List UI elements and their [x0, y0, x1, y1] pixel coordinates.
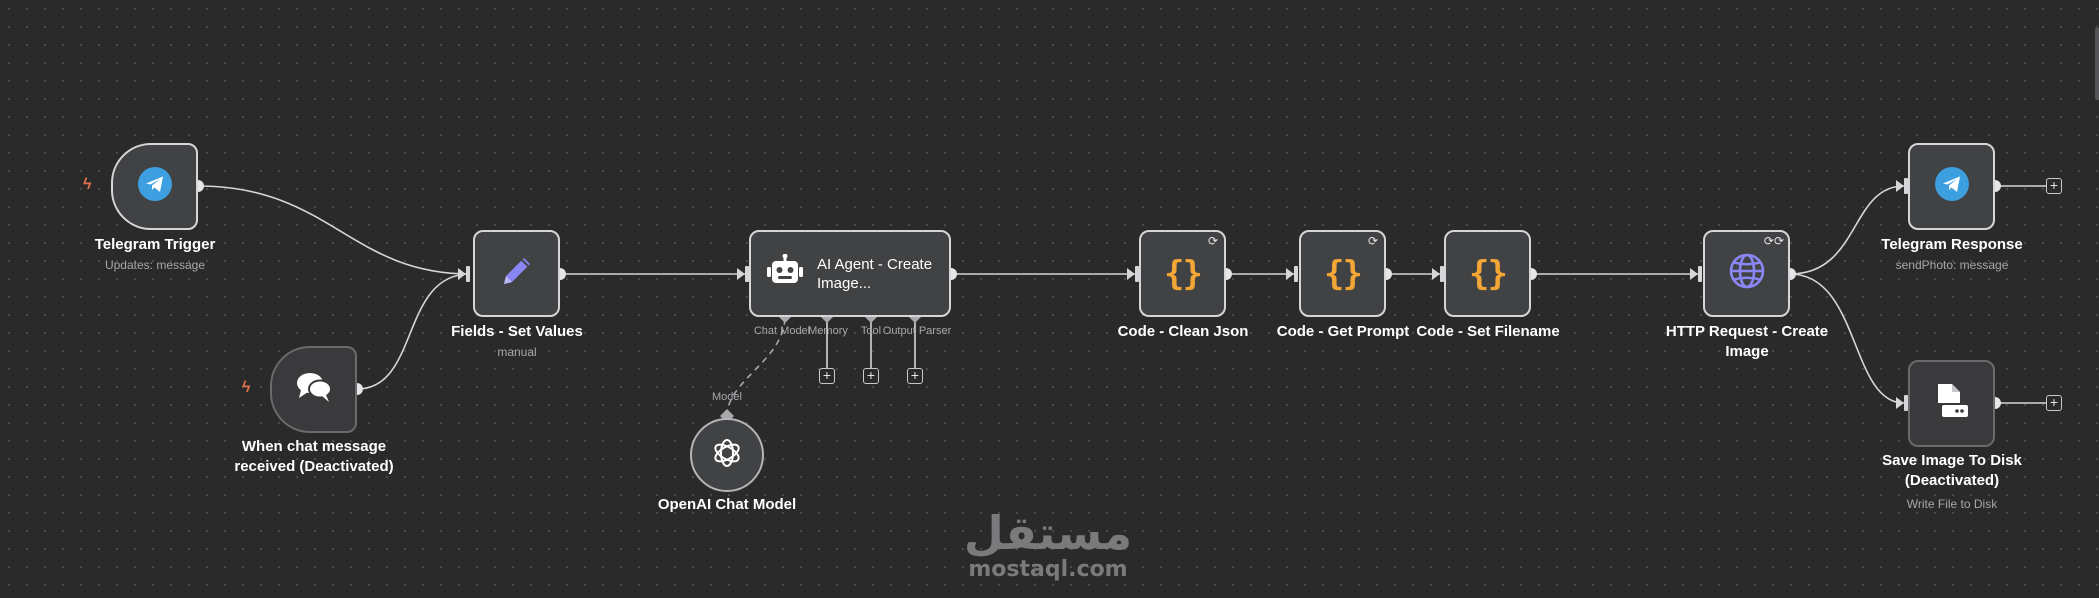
openai-chat-model-node[interactable]	[690, 418, 764, 492]
chat-bubbles-icon	[294, 370, 334, 409]
trigger-bolt-icon: ϟ	[83, 176, 92, 193]
agent-port-output-parser-label: Output Parser	[882, 325, 952, 337]
save-image-title: Save Image To Disk (Deactivated)	[1882, 452, 2022, 489]
edge-chat-to-fields	[356, 273, 471, 390]
code-clean-json-node[interactable]: {} ⟳	[1139, 230, 1226, 317]
code-get-prompt-node[interactable]: {} ⟳	[1299, 230, 1386, 317]
ai-agent-node[interactable]: AI Agent - Create Image...	[749, 230, 951, 317]
telegram-icon	[137, 167, 172, 206]
watermark-arabic: مستقل	[963, 506, 1133, 560]
robot-icon	[767, 253, 803, 293]
http-request-node[interactable]: ⟳⟳	[1703, 230, 1790, 317]
telegram-response-subtitle: sendPhoto: message	[1895, 258, 2009, 272]
telegram-trigger-title: Telegram Trigger	[94, 236, 216, 253]
chat-trigger-title: When chat message received (Deactivated)	[234, 438, 394, 475]
telegram-icon	[1934, 167, 1969, 206]
add-node-after-save-image-button[interactable]: +	[2046, 395, 2062, 411]
code-clean-title: Code - Clean Json	[1117, 323, 1249, 340]
agent-port-tool-label: Tool	[860, 325, 882, 337]
fields-subtitle: manual	[497, 345, 537, 359]
pencil-icon	[498, 252, 536, 295]
fields-set-values-node[interactable]	[473, 230, 560, 317]
chat-trigger-node[interactable]	[270, 346, 357, 433]
add-memory-button[interactable]: +	[819, 368, 835, 384]
code-set-filename-node[interactable]: {}	[1444, 230, 1531, 317]
openai-title: OpenAI Chat Model	[657, 496, 797, 513]
code-prompt-title: Code - Get Prompt	[1276, 323, 1410, 340]
openai-port-model-label: Model	[712, 391, 742, 403]
agent-port-memory-label: Memory	[808, 325, 848, 337]
loop-icon: ⟳	[1367, 234, 1378, 248]
edge-http-to-telegram-response	[1789, 185, 1905, 275]
trigger-bolt-icon: ϟ	[242, 379, 251, 396]
add-output-parser-button[interactable]: +	[907, 368, 923, 384]
code-braces-icon: {}	[1469, 253, 1508, 294]
agent-port-chat-model-label: Chat Model	[753, 325, 811, 337]
right-panel-handle[interactable]	[2095, 28, 2099, 100]
save-image-subtitle: Write File to Disk	[1906, 497, 1998, 511]
add-tool-button[interactable]: +	[863, 368, 879, 384]
watermark-logo: مستقل mostaql.com	[964, 508, 1132, 582]
code-filename-title: Code - Set Filename	[1416, 323, 1560, 340]
loop-icon: ⟳⟳	[1763, 234, 1784, 248]
edge-openai-to-agent-dashed	[726, 315, 786, 417]
save-image-to-disk-node[interactable]	[1908, 360, 1995, 447]
globe-icon	[1728, 252, 1766, 295]
telegram-trigger-subtitle: Updates: message	[104, 258, 206, 272]
ai-agent-title: AI Agent - Create Image...	[817, 255, 933, 292]
add-node-after-telegram-response-button[interactable]: +	[2046, 178, 2062, 194]
code-braces-icon: {}	[1164, 253, 1203, 294]
loop-icon: ⟳	[1207, 234, 1218, 248]
file-disk-icon	[1932, 381, 1972, 426]
edge-telegram-trigger-to-fields	[197, 185, 471, 275]
code-braces-icon: {}	[1324, 253, 1363, 294]
telegram-response-title: Telegram Response	[1881, 236, 2023, 253]
watermark-latin: mostaql.com	[968, 557, 1128, 582]
openai-icon	[710, 436, 744, 475]
fields-title: Fields - Set Values	[451, 323, 583, 340]
telegram-trigger-node[interactable]	[111, 143, 198, 230]
edge-http-to-save-image	[1789, 273, 1905, 404]
http-title: HTTP Request - Create Image	[1665, 323, 1829, 360]
telegram-response-node[interactable]	[1908, 143, 1995, 230]
